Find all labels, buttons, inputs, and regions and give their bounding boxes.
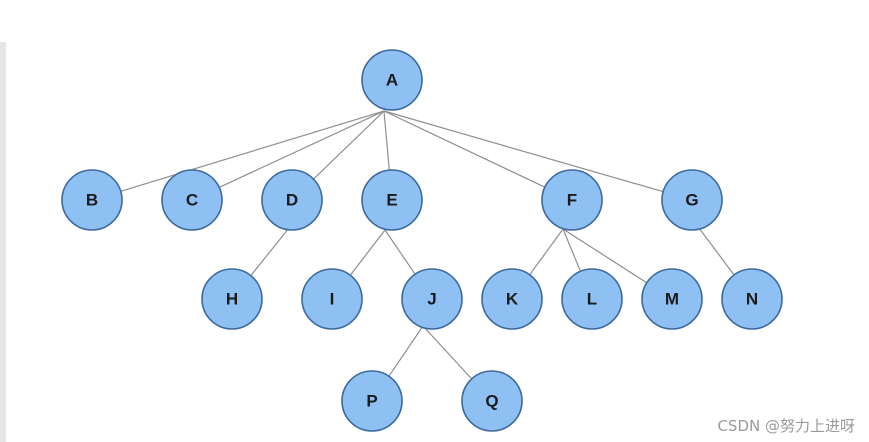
edge-d-h <box>250 227 290 276</box>
node-a: A <box>361 49 423 111</box>
node-c: C <box>161 169 223 231</box>
node-circle <box>461 370 523 432</box>
left-border-bar <box>0 42 6 442</box>
node-i: I <box>301 268 363 330</box>
node-circle <box>61 169 123 231</box>
edge-e-j <box>384 229 416 275</box>
edge-f-l <box>562 228 582 272</box>
node-n: N <box>721 268 783 330</box>
node-label: N <box>746 290 758 309</box>
edge-a-c <box>218 110 385 188</box>
node-q: Q <box>461 370 523 432</box>
node-label: E <box>386 191 397 210</box>
node-label: H <box>226 290 238 309</box>
node-circle <box>401 268 463 330</box>
nodes-layer: A B C D E F G H I J K L M N P Q <box>61 49 783 432</box>
node-label: A <box>386 71 398 90</box>
node-label: J <box>427 290 436 309</box>
node-m: M <box>641 268 703 330</box>
edge-j-p <box>388 325 424 377</box>
edge-a-g <box>383 110 664 193</box>
node-circle <box>481 268 543 330</box>
node-l: L <box>561 268 623 330</box>
node-circle <box>341 370 403 432</box>
node-label: K <box>506 290 519 309</box>
node-d: D <box>261 169 323 231</box>
node-circle <box>361 169 423 231</box>
edge-f-m <box>562 228 648 284</box>
edge-j-q <box>422 325 473 380</box>
node-h: H <box>201 268 263 330</box>
node-g: G <box>661 169 723 231</box>
edge-f-k <box>529 228 564 276</box>
node-circle <box>721 268 783 330</box>
node-circle <box>201 268 263 330</box>
node-label: L <box>587 290 597 309</box>
node-label: I <box>330 290 335 309</box>
node-circle <box>361 49 423 111</box>
node-circle <box>641 268 703 330</box>
edge-a-e <box>383 110 390 171</box>
edge-a-d <box>313 110 385 180</box>
node-e: E <box>361 169 423 231</box>
node-circle <box>561 268 623 330</box>
node-label: P <box>366 392 377 411</box>
edge-g-n <box>698 227 735 276</box>
node-label: M <box>665 290 679 309</box>
node-label: Q <box>485 392 498 411</box>
node-j: J <box>401 268 463 330</box>
node-p: P <box>341 370 403 432</box>
node-label: C <box>186 191 198 210</box>
edges-layer <box>120 110 735 380</box>
edge-e-i <box>349 229 386 276</box>
node-label: D <box>286 191 298 210</box>
node-circle <box>261 169 323 231</box>
watermark: CSDN @努力上进呀 <box>717 417 855 435</box>
node-circle <box>301 268 363 330</box>
node-b: B <box>61 169 123 231</box>
edge-a-b <box>120 110 385 192</box>
node-circle <box>161 169 223 231</box>
node-k: K <box>481 268 543 330</box>
node-f: F <box>541 169 603 231</box>
node-circle <box>661 169 723 231</box>
node-label: B <box>86 191 98 210</box>
node-label: F <box>567 191 577 210</box>
node-circle <box>541 169 603 231</box>
node-label: G <box>685 191 698 210</box>
edge-a-f <box>383 110 546 188</box>
